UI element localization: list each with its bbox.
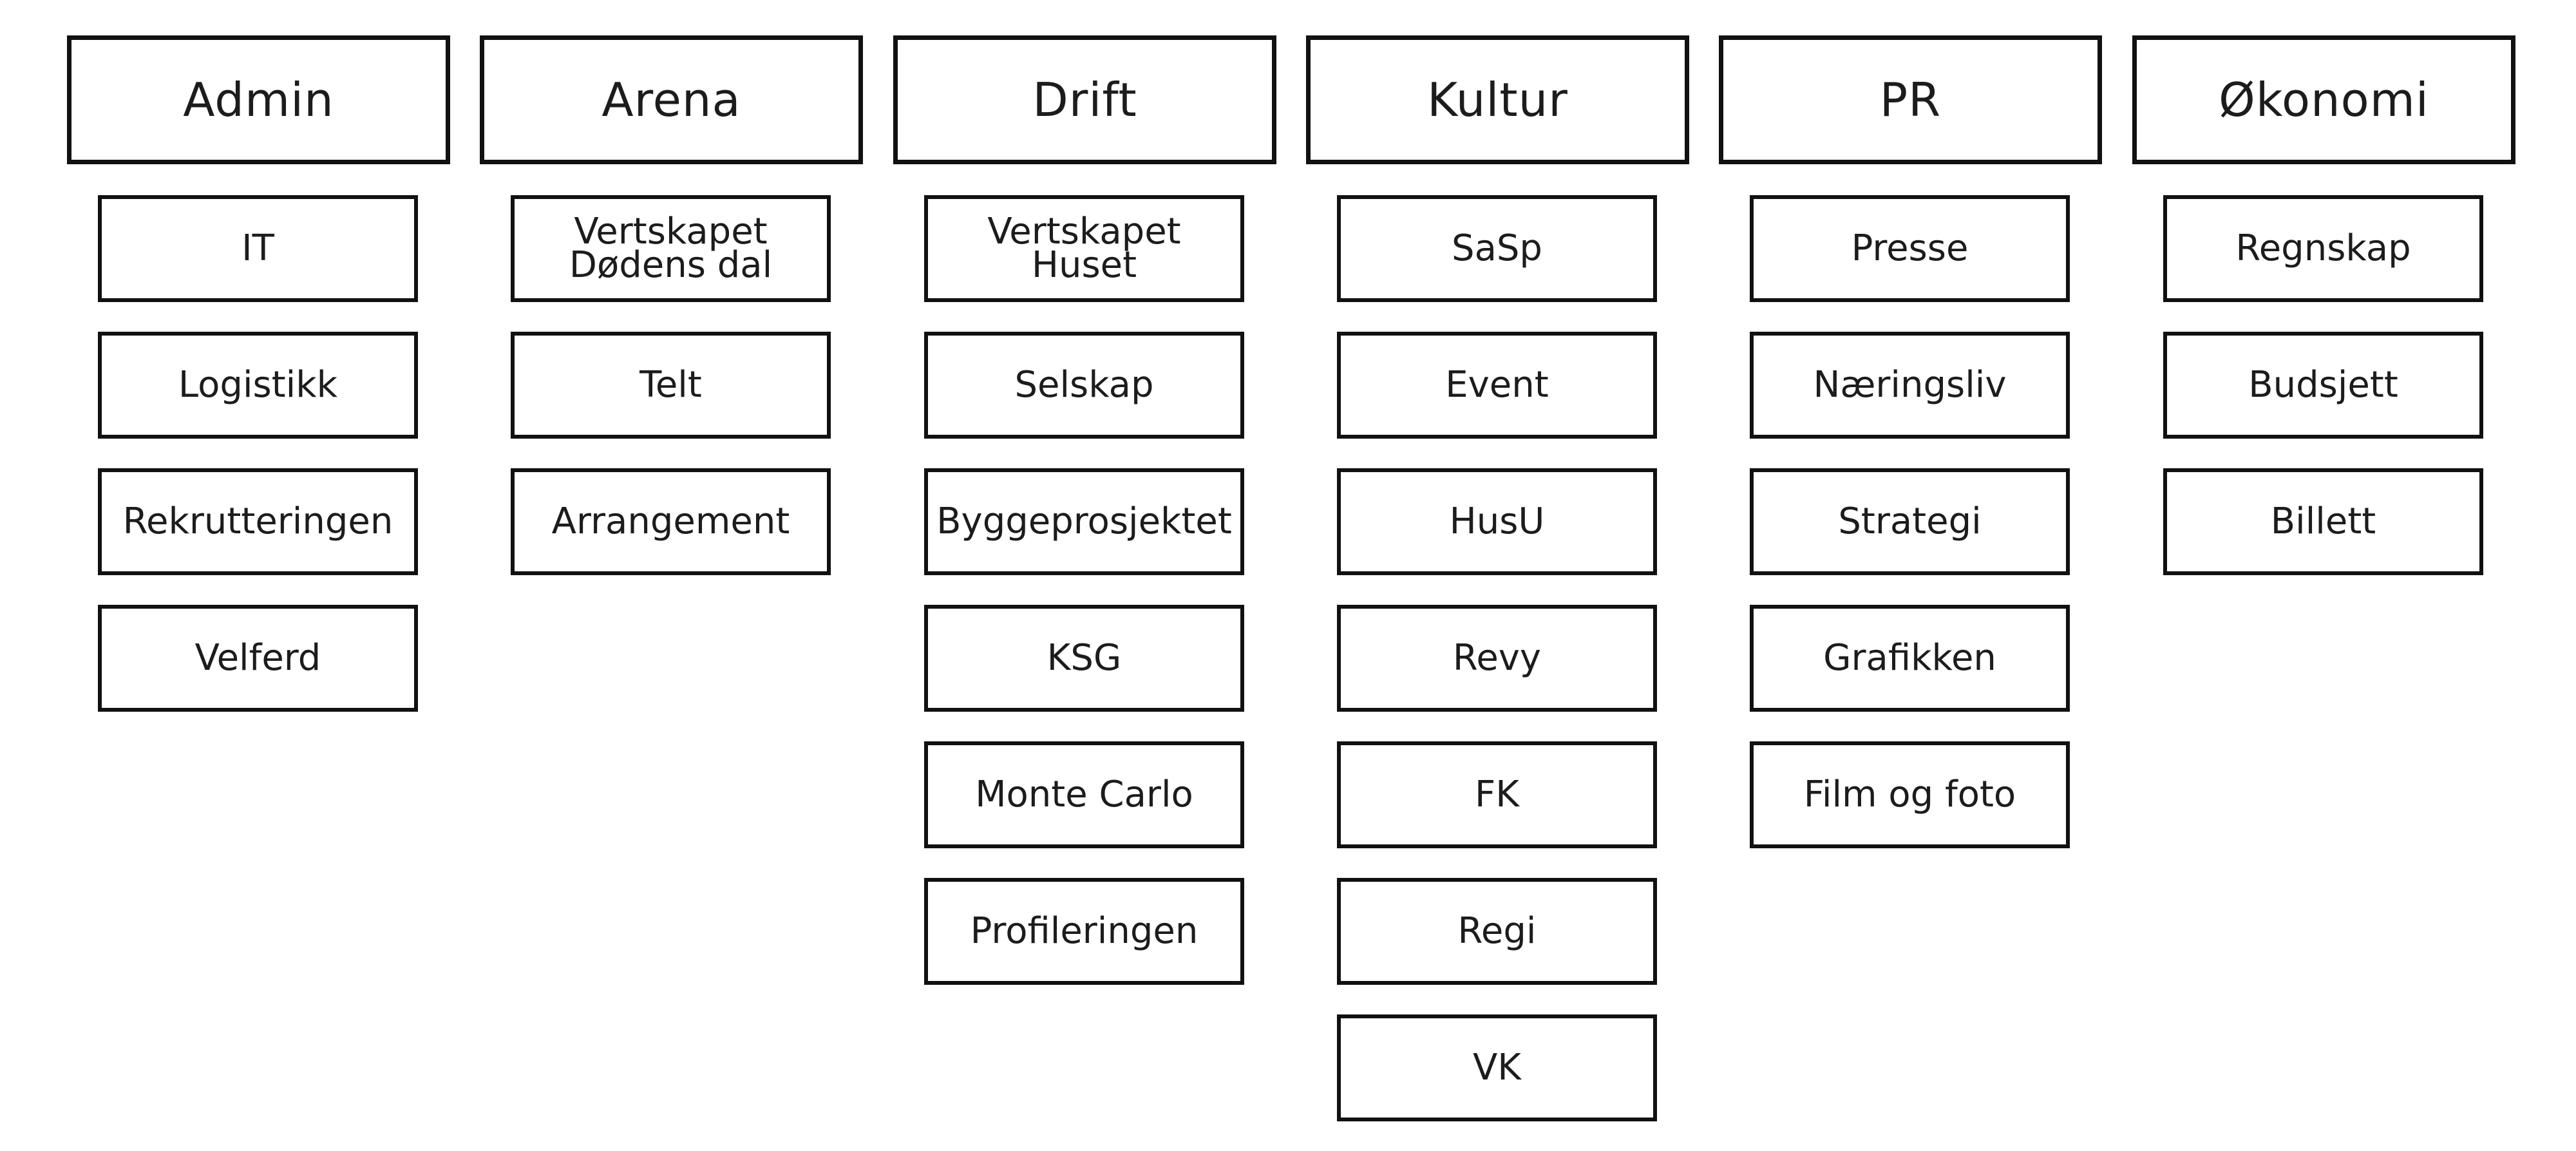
group-label: Budsjett: [2248, 364, 2398, 406]
group-label: Velferd: [194, 637, 321, 679]
group-label: FK: [1475, 774, 1519, 815]
group-box-arrangement: Arrangement: [511, 468, 831, 575]
group-box-telt: Telt: [511, 332, 831, 439]
group-label-second-line: Huset: [1031, 244, 1137, 286]
group-label: Regnskap: [2235, 227, 2411, 269]
group-box-regnskap: Regnskap: [2163, 195, 2483, 302]
group-box-fk: FK: [1337, 741, 1657, 848]
group-label: Film og foto: [1803, 774, 2016, 815]
department-box-okonomi: Økonomi: [2132, 35, 2515, 164]
group-label: Byggeprosjektet: [936, 500, 1232, 542]
department-box-admin: Admin: [67, 35, 450, 164]
group-label: Strategi: [1838, 500, 1982, 542]
group-box-monte-carlo: Monte Carlo: [924, 741, 1244, 848]
group-label: Vertskapet: [987, 211, 1181, 252]
group-label: Billett: [2270, 500, 2376, 542]
department-box-arena: Arena: [480, 35, 863, 164]
group-box-velferd: Velferd: [98, 605, 418, 712]
group-label: Monte Carlo: [975, 774, 1193, 815]
group-box-sasp: SaSp: [1337, 195, 1657, 302]
group-box-budsjett: Budsjett: [2163, 332, 2483, 439]
group-box-naeringsliv: Næringsliv: [1750, 332, 2070, 439]
group-box-husu: HusU: [1337, 468, 1657, 575]
group-box-strategi: Strategi: [1750, 468, 2070, 575]
group-label: VK: [1472, 1047, 1522, 1089]
group-box-selskap: Selskap: [924, 332, 1244, 439]
group-label: Event: [1445, 364, 1549, 406]
group-box-presse: Presse: [1750, 195, 2070, 302]
group-label: Selskap: [1014, 364, 1154, 406]
department-box-pr: PR: [1719, 35, 2102, 164]
group-label: KSG: [1046, 637, 1122, 679]
group-box-byggeprosjektet: Byggeprosjektet: [924, 468, 1244, 575]
group-box-profileringen: Profileringen: [924, 878, 1244, 985]
group-label: Revy: [1452, 637, 1542, 679]
group-box-vk: VK: [1337, 1014, 1657, 1121]
group-box-revy: Revy: [1337, 605, 1657, 712]
group-label: Arrangement: [551, 500, 790, 542]
department-box-drift: Drift: [893, 35, 1276, 164]
group-label: Regi: [1457, 910, 1537, 952]
department-box-kultur: Kultur: [1306, 35, 1689, 164]
group-box-ksg: KSG: [924, 605, 1244, 712]
group-label: Profileringen: [970, 910, 1198, 952]
group-label-second-line: Dødens dal: [569, 244, 773, 286]
group-box-it: IT: [98, 195, 418, 302]
group-label: IT: [242, 227, 274, 269]
group-label: Vertskapet: [574, 211, 768, 252]
group-label: Presse: [1851, 227, 1969, 269]
group-box-event: Event: [1337, 332, 1657, 439]
group-box-regi: Regi: [1337, 878, 1657, 985]
group-label: Logistikk: [178, 364, 338, 406]
group-label: HusU: [1449, 500, 1545, 542]
group-label: Næringsliv: [1813, 364, 2007, 406]
group-box-logistikk: Logistikk: [98, 332, 418, 439]
group-box-grafikken: Grafikken: [1750, 605, 2070, 712]
group-label: Grafikken: [1823, 637, 1996, 679]
group-box-billett: Billett: [2163, 468, 2483, 575]
group-box-rekrutteringen: Rekrutteringen: [98, 468, 418, 575]
group-label: Rekrutteringen: [122, 500, 393, 542]
group-box-film-og-foto: Film og foto: [1750, 741, 2070, 848]
group-label: Telt: [639, 364, 702, 406]
group-label: SaSp: [1452, 227, 1542, 269]
